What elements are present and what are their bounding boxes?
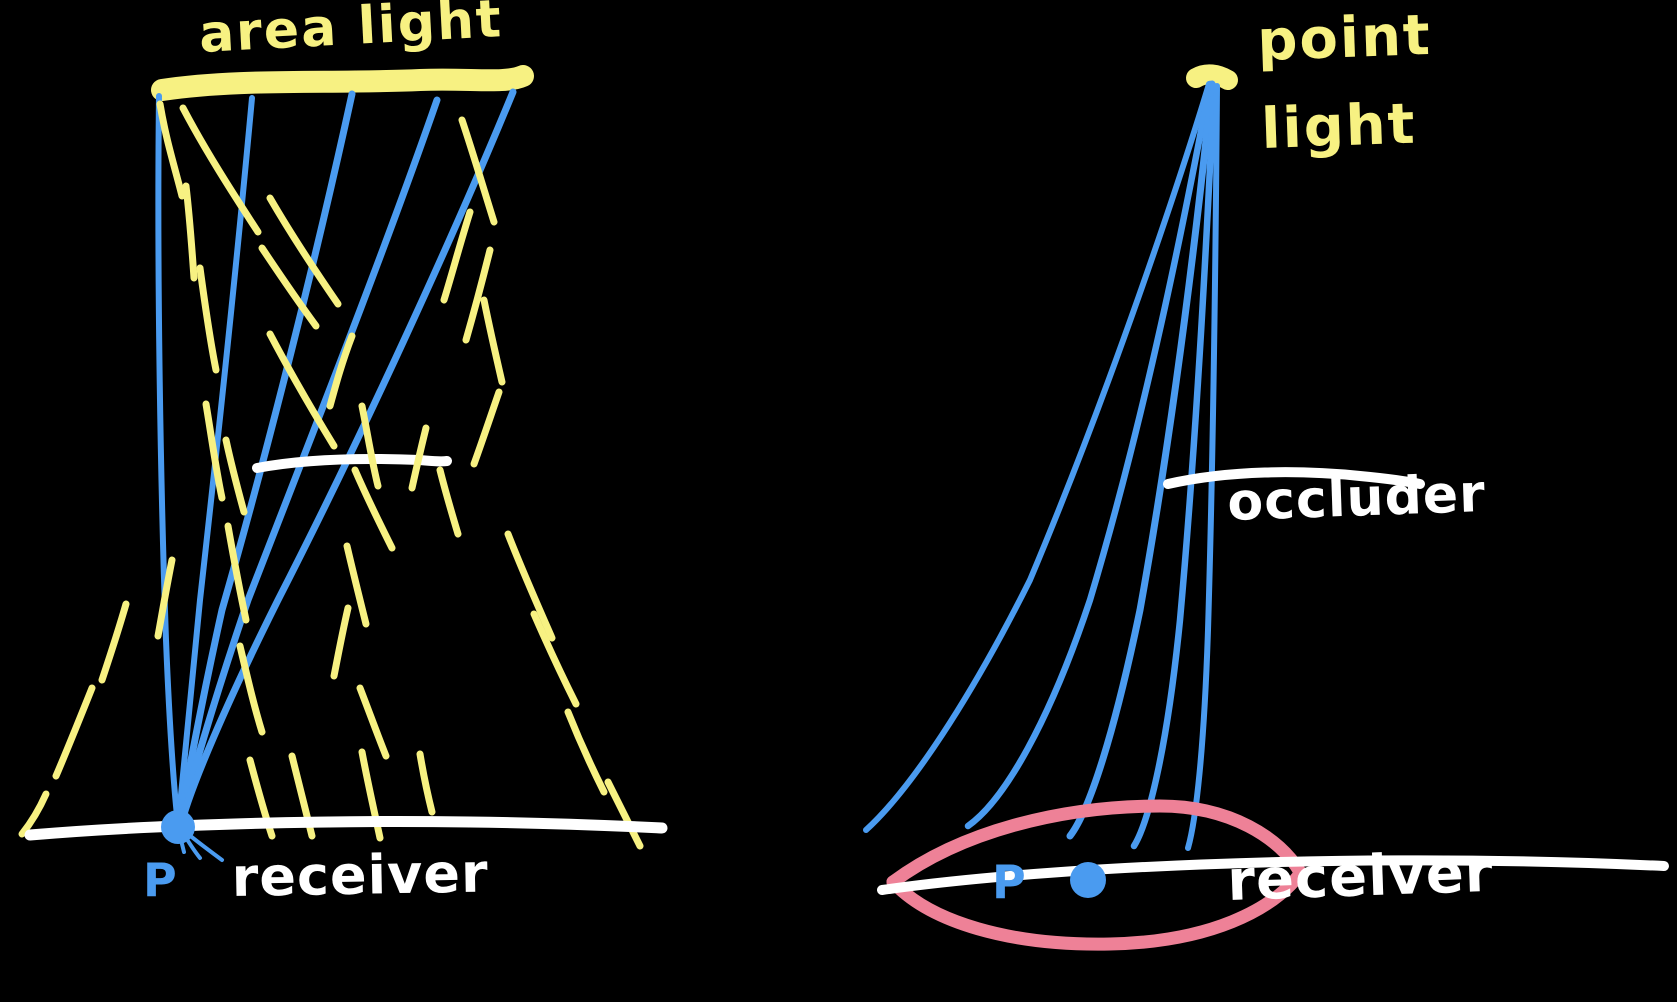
point-light-rays <box>863 80 1220 851</box>
left-point-p-label: P <box>143 853 177 907</box>
left-receiver-line <box>24 816 668 841</box>
right-point-p-label: P <box>992 855 1026 909</box>
point-light-dot <box>1186 64 1238 90</box>
left-light-rays <box>155 88 517 862</box>
right-shading-point-dot <box>1070 862 1106 898</box>
left-shading-point-dot <box>161 810 195 844</box>
left-receiver-label: receiver <box>231 842 489 909</box>
point-light-label-line1: point <box>1256 3 1433 74</box>
area-light-bar <box>151 65 534 101</box>
point-light-label-line2: light <box>1260 92 1417 162</box>
right-receiver-label: receiver <box>1226 840 1494 914</box>
right-occluder-line <box>1163 467 1425 489</box>
occluder-label: occluder <box>1226 464 1486 533</box>
left-occluder-line <box>252 453 452 473</box>
left-penumbra-dashes <box>18 100 644 850</box>
right-receiver-line <box>877 855 1669 895</box>
penumbra-lens <box>886 799 1307 951</box>
area-light-label: area light <box>198 0 505 65</box>
